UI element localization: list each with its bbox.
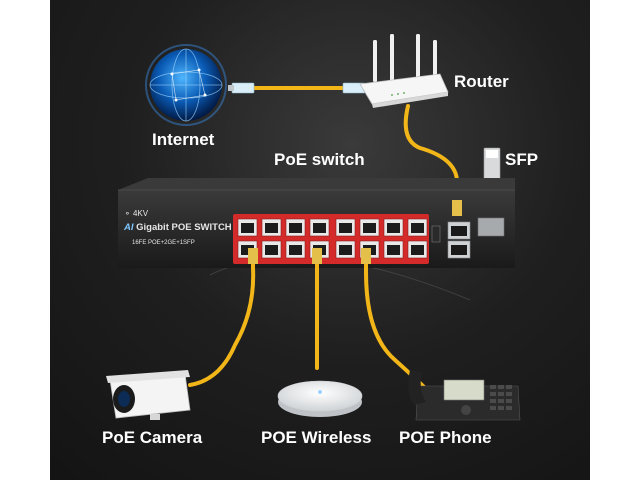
label-poe-phone: POE Phone — [399, 428, 492, 447]
rj45-port-socket — [411, 245, 424, 255]
rj45-connector-icon — [228, 82, 255, 94]
label-internet: Internet — [152, 130, 215, 149]
sfp-port — [477, 217, 505, 237]
poe-switch — [118, 178, 515, 268]
uplink-cable — [403, 104, 459, 210]
rj45-port-socket — [339, 245, 352, 255]
label-router: Router — [454, 72, 509, 91]
left-margin — [0, 0, 50, 480]
access-point-icon — [277, 380, 363, 417]
label-sfp: SFP — [505, 150, 539, 169]
rj45-port-socket — [241, 223, 254, 233]
model-prefix: AI — [124, 222, 134, 233]
port-panel — [233, 214, 429, 264]
label-poe-switch: PoE switch — [274, 150, 365, 169]
rj45-port-socket — [339, 223, 352, 233]
rj45-port-socket — [289, 223, 302, 233]
rj45-port-socket — [241, 245, 254, 255]
rj45-port-socket — [265, 223, 278, 233]
rj45-port-socket — [289, 245, 302, 255]
ip-camera-icon — [106, 370, 191, 420]
rj45-port-socket — [313, 223, 326, 233]
router-icon — [359, 34, 449, 108]
globe-icon — [145, 44, 227, 126]
internet-cable — [228, 82, 369, 94]
model-spec: 16FE POE+2GE+1SFP — [132, 240, 195, 246]
model-title: AI Gigabit POE SWITCH — [124, 222, 232, 233]
rj45-port-socket — [363, 223, 376, 233]
rj45-port-socket — [265, 245, 278, 255]
dip-switch — [431, 225, 441, 243]
model-name: Gigabit POE SWITCH — [136, 222, 232, 233]
label-poe-camera: PoE Camera — [102, 428, 203, 447]
brand-text: 4KV — [132, 209, 149, 218]
right-margin — [590, 0, 640, 480]
rj45-port-socket — [411, 223, 424, 233]
label-poe-wireless: POE Wireless — [261, 428, 372, 447]
brand-logo: ⚬ 4KV — [124, 209, 149, 218]
ip-phone-icon — [408, 370, 521, 421]
rj45-port-socket — [387, 245, 400, 255]
rj45-port-socket — [387, 223, 400, 233]
rj45-port-group — [237, 218, 428, 259]
